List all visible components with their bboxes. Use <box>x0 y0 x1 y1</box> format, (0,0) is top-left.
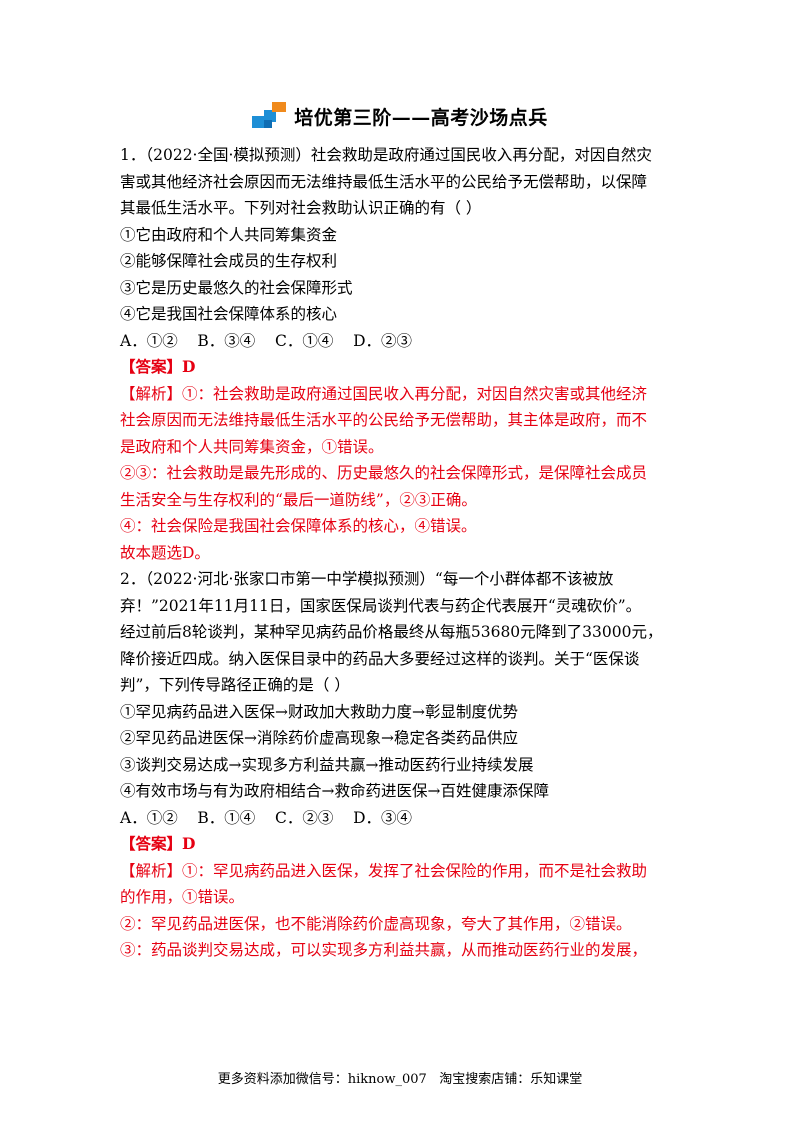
question-stem-line: 经过前后8轮谈判，某种罕见病药品价格最终从每瓶53680元降到了33000元， <box>120 623 663 641</box>
question-stem-line: 降价接近四成。纳入医保目录中的药品大多要经过这样的谈判。关于“医保谈 <box>120 649 640 668</box>
question-option: ①它由政府和个人共同筹集资金 <box>120 225 338 244</box>
answer-label: 【答案】D <box>120 834 196 853</box>
analysis-line: 社会原因而无法维持最低生活水平的公民给予无偿帮助，其主体是政府，而不 <box>120 411 648 429</box>
question-stem-line: 2．（2022·河北·张家口市第一中学模拟预测）“每一个小群体都不该被放 <box>120 570 614 588</box>
question-stem-line: 判”，下列传导路径正确的是（ ） <box>120 676 350 694</box>
question-option: ①罕见病药品进入医保→财政加大救助力度→彰显制度优势 <box>120 702 518 721</box>
analysis-line: ②：罕见药品进医保，也不能消除药价虚高现象，夸大了其作用，②错误。 <box>120 914 632 933</box>
analysis-line: ④：社会保险是我国社会保障体系的核心，④错误。 <box>120 517 477 535</box>
question-option: ②能够保障社会成员的生存权利 <box>120 252 338 270</box>
answer-choices: A．①② B．③④ C．①④ D．②③ <box>120 331 412 350</box>
question-option: ③它是历史最悠久的社会保障形式 <box>120 278 353 297</box>
question-option: ④它是我国社会保障体系的核心 <box>120 305 338 323</box>
answer-choices: A．①② B．①④ C．②③ D．③④ <box>120 808 412 827</box>
analysis-line: 故本题选D。 <box>120 543 210 562</box>
question-1: 1．（2022·全国·模拟预测）社会救助是政府通过国民收入再分配，对因自然灾 害… <box>120 142 680 566</box>
analysis-line: 是政府和个人共同筹集资金，①错误。 <box>120 437 384 456</box>
stairs-logo-icon <box>252 102 290 128</box>
question-option: ③谈判交易达成→实现多方利益共赢→推动医药行业持续发展 <box>120 755 534 774</box>
question-option: ②罕见药品进医保→消除药价虚高现象→稳定各类药品供应 <box>120 729 518 747</box>
analysis-line: 生活安全与生存权利的“最后一道防线”，②③正确。 <box>120 490 477 509</box>
question-stem-line: 害或其他经济社会原因而无法维持最低生活水平的公民给予无偿帮助，以保障 <box>120 172 648 191</box>
answer-label: 【答案】D <box>120 357 196 376</box>
question-option: ④有效市场与有为政府相结合→救命药进医保→百姓健康添保障 <box>120 782 549 800</box>
analysis-line: 的作用，①错误。 <box>120 888 245 906</box>
analysis-line: 【解析】①：罕见病药品进入医保，发挥了社会保险的作用，而不是社会救助 <box>120 861 648 880</box>
section-title-text: 培优第三阶——高考沙场点兵 <box>294 107 548 129</box>
question-stem-line: 1．（2022·全国·模拟预测）社会救助是政府通过国民收入再分配，对因自然灾 <box>120 146 652 164</box>
analysis-line: 【解析】①：社会救助是政府通过国民收入再分配，对因自然灾害或其他经济 <box>120 384 648 403</box>
question-stem-line: 弃！”2021年11月11日，国家医保局谈判代表与药企代表展开“灵魂砍价”。 <box>120 596 642 615</box>
question-2: 2．（2022·河北·张家口市第一中学模拟预测）“每一个小群体都不该被放 弃！”… <box>120 566 680 964</box>
section-title: 培优第三阶——高考沙场点兵 <box>0 102 800 130</box>
analysis-line: ②③：社会救助是最先形成的、历史最悠久的社会保障形式，是保障社会成员 <box>120 464 648 482</box>
analysis-line: ③：药品谈判交易达成，可以实现多方利益共赢，从而推动医药行业的发展， <box>120 941 648 959</box>
questions: 1．（2022·全国·模拟预测）社会救助是政府通过国民收入再分配，对因自然灾 害… <box>120 142 680 964</box>
question-stem-line: 其最低生活水平。下列对社会救助认识正确的有（ ） <box>120 199 482 217</box>
page-footer: 更多资料添加微信号：hiknow_007 淘宝搜索店铺：乐知课堂 <box>217 1072 583 1087</box>
